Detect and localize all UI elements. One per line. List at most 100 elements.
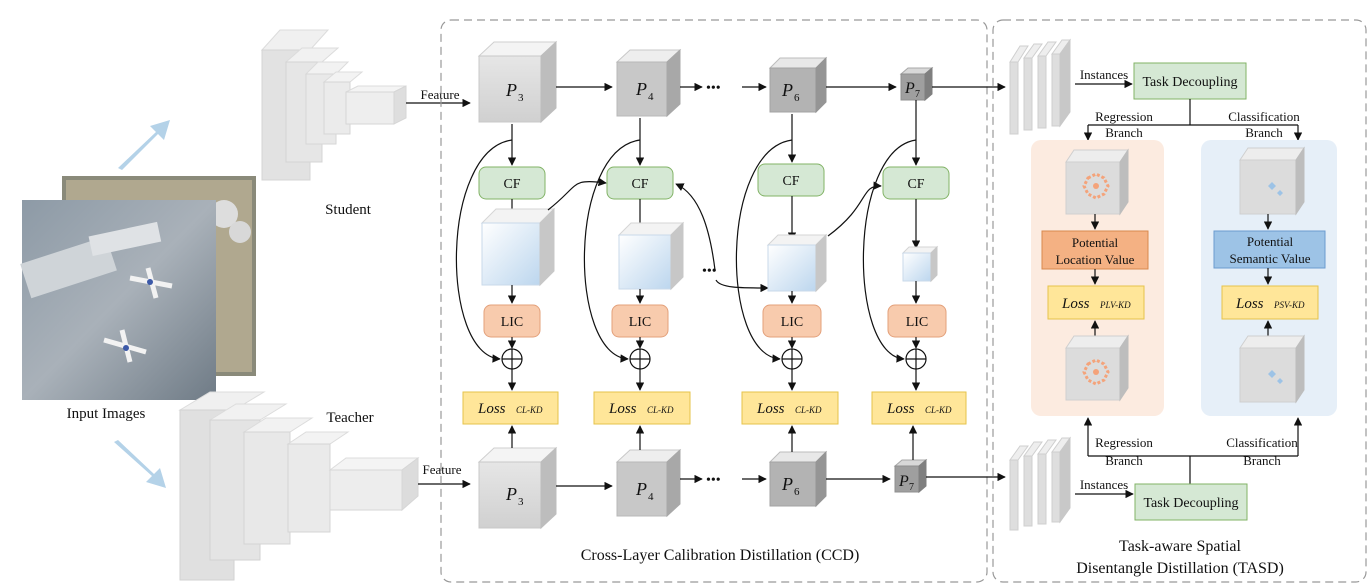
loss-box-2 <box>593 391 691 425</box>
teacher-p6-sub: 6 <box>794 486 800 498</box>
loss-sub-4: CL-KD <box>925 405 952 415</box>
instances-stack-bottom <box>1009 436 1071 531</box>
feature-label-teacher: Feature <box>423 462 462 477</box>
loss-label-2: Loss <box>608 401 637 417</box>
teacher-dots: ••• <box>706 473 721 488</box>
loss-plv-label: Loss <box>1061 296 1090 312</box>
teacher-p3-sub: 3 <box>518 496 524 508</box>
cf-label-1: CF <box>503 177 520 192</box>
loss-plv-box <box>1047 285 1145 320</box>
loss-plv-sub: PLV-KD <box>1099 300 1131 310</box>
teacher-p4-label: P <box>635 479 647 499</box>
lic-label-2: LIC <box>629 315 652 330</box>
loss-psv-label: Loss <box>1235 296 1264 312</box>
teacher-p7-cube <box>893 458 928 494</box>
student-p3-sub: 3 <box>518 92 524 104</box>
task-decoupling-top <box>1133 62 1247 100</box>
arrow-to-student <box>118 120 170 170</box>
lic-cube-4 <box>901 245 939 283</box>
loss-sub-1: CL-KD <box>516 405 543 415</box>
lic-label-3: LIC <box>781 315 804 330</box>
teacher-p7-sub: 7 <box>909 482 914 493</box>
psv-label-2: Semantic Value <box>1230 251 1311 266</box>
lic-box-4 <box>887 304 947 338</box>
teacher-p3-cube <box>477 446 558 530</box>
branch-label-cls-bottom: Branch <box>1243 453 1281 468</box>
task-decoupling-bottom <box>1134 483 1248 521</box>
loss-psv-sub: PSV-KD <box>1273 300 1305 310</box>
teacher-p7-label: P <box>898 473 909 490</box>
student-p7-cube <box>899 66 934 102</box>
tasd-title-line2: Disentangle Distillation (TASD) <box>1076 560 1284 577</box>
student-p7-label: P <box>904 80 915 97</box>
loss-box-4 <box>871 391 967 425</box>
loss-label-3: Loss <box>756 401 785 417</box>
lic-cube-2 <box>617 221 685 291</box>
classification-label-bottom: Classification <box>1226 435 1298 450</box>
teacher-label: Teacher <box>326 410 373 426</box>
teacher-p6-label: P <box>781 474 793 494</box>
teacher-p6-cube <box>768 450 828 508</box>
lic-cube-3 <box>766 233 828 293</box>
loss-label-1: Loss <box>477 401 506 417</box>
tasd-title-line1: Task-aware Spatial <box>1119 538 1241 555</box>
cf-label-4: CF <box>907 177 924 192</box>
teacher-p4-cube <box>615 448 682 518</box>
student-network <box>260 29 407 181</box>
ccd-panel <box>440 19 988 583</box>
loss-label-4: Loss <box>886 401 915 417</box>
tasd-panel <box>992 19 1367 583</box>
student-p3-label: P <box>505 80 517 100</box>
cf-label-3: CF <box>782 174 799 189</box>
student-p6-cube <box>768 56 828 114</box>
lic-label-1: LIC <box>501 315 524 330</box>
student-p4-cube <box>615 48 682 118</box>
loss-box-3 <box>741 391 839 425</box>
input-images <box>20 176 256 400</box>
teacher-network <box>178 391 420 581</box>
classification-cube-top <box>1239 146 1305 216</box>
feature-label-student: Feature <box>421 87 460 102</box>
regression-cube-top <box>1065 148 1129 216</box>
student-p6-sub: 6 <box>794 92 800 104</box>
regression-cube-bottom <box>1065 334 1129 402</box>
psv-label-1: Potential <box>1247 234 1294 249</box>
student-p6-label: P <box>781 80 793 100</box>
classification-label-top: Classification <box>1228 109 1300 124</box>
student-p4-sub: 4 <box>648 91 654 103</box>
loss-sub-2: CL-KD <box>647 405 674 415</box>
input-images-label: Input Images <box>67 406 146 422</box>
loss-sub-3: CL-KD <box>795 405 822 415</box>
teacher-p3-label: P <box>505 484 517 504</box>
plv-label-2: Location Value <box>1056 252 1135 267</box>
cf-box-3 <box>757 163 825 197</box>
regression-label-bottom: Regression <box>1095 435 1153 450</box>
classification-cube-bottom <box>1239 334 1305 404</box>
loss-psv-box <box>1221 285 1319 320</box>
regression-label-top: Regression <box>1095 109 1153 124</box>
ccd-title: Cross-Layer Calibration Distillation (CC… <box>581 547 860 564</box>
lic-cube-1 <box>480 207 556 287</box>
loss-box-1 <box>462 391 559 425</box>
student-dots: ••• <box>706 81 721 96</box>
student-p3-cube <box>477 40 558 124</box>
branch-label-reg-bottom: Branch <box>1105 453 1143 468</box>
teacher-p4-sub: 4 <box>648 491 654 503</box>
task-decoupling-top-label: Task Decoupling <box>1142 75 1237 90</box>
instances-label-top: Instances <box>1080 67 1128 82</box>
student-p7-sub: 7 <box>915 89 920 100</box>
student-label: Student <box>325 202 372 218</box>
plv-label-1: Potential <box>1072 235 1119 250</box>
instances-label-bottom: Instances <box>1080 477 1128 492</box>
student-p4-label: P <box>635 79 647 99</box>
arrow-to-teacher <box>114 440 166 488</box>
branch-label-cls-top: Branch <box>1245 125 1283 140</box>
task-decoupling-bottom-label: Task Decoupling <box>1143 496 1238 511</box>
instances-stack-top <box>1009 38 1071 135</box>
cf-label-2: CF <box>631 177 648 192</box>
middle-dots: ••• <box>702 264 717 279</box>
lic-label-4: LIC <box>906 315 929 330</box>
psv-box <box>1213 230 1326 269</box>
branch-label-reg-top: Branch <box>1105 125 1143 140</box>
